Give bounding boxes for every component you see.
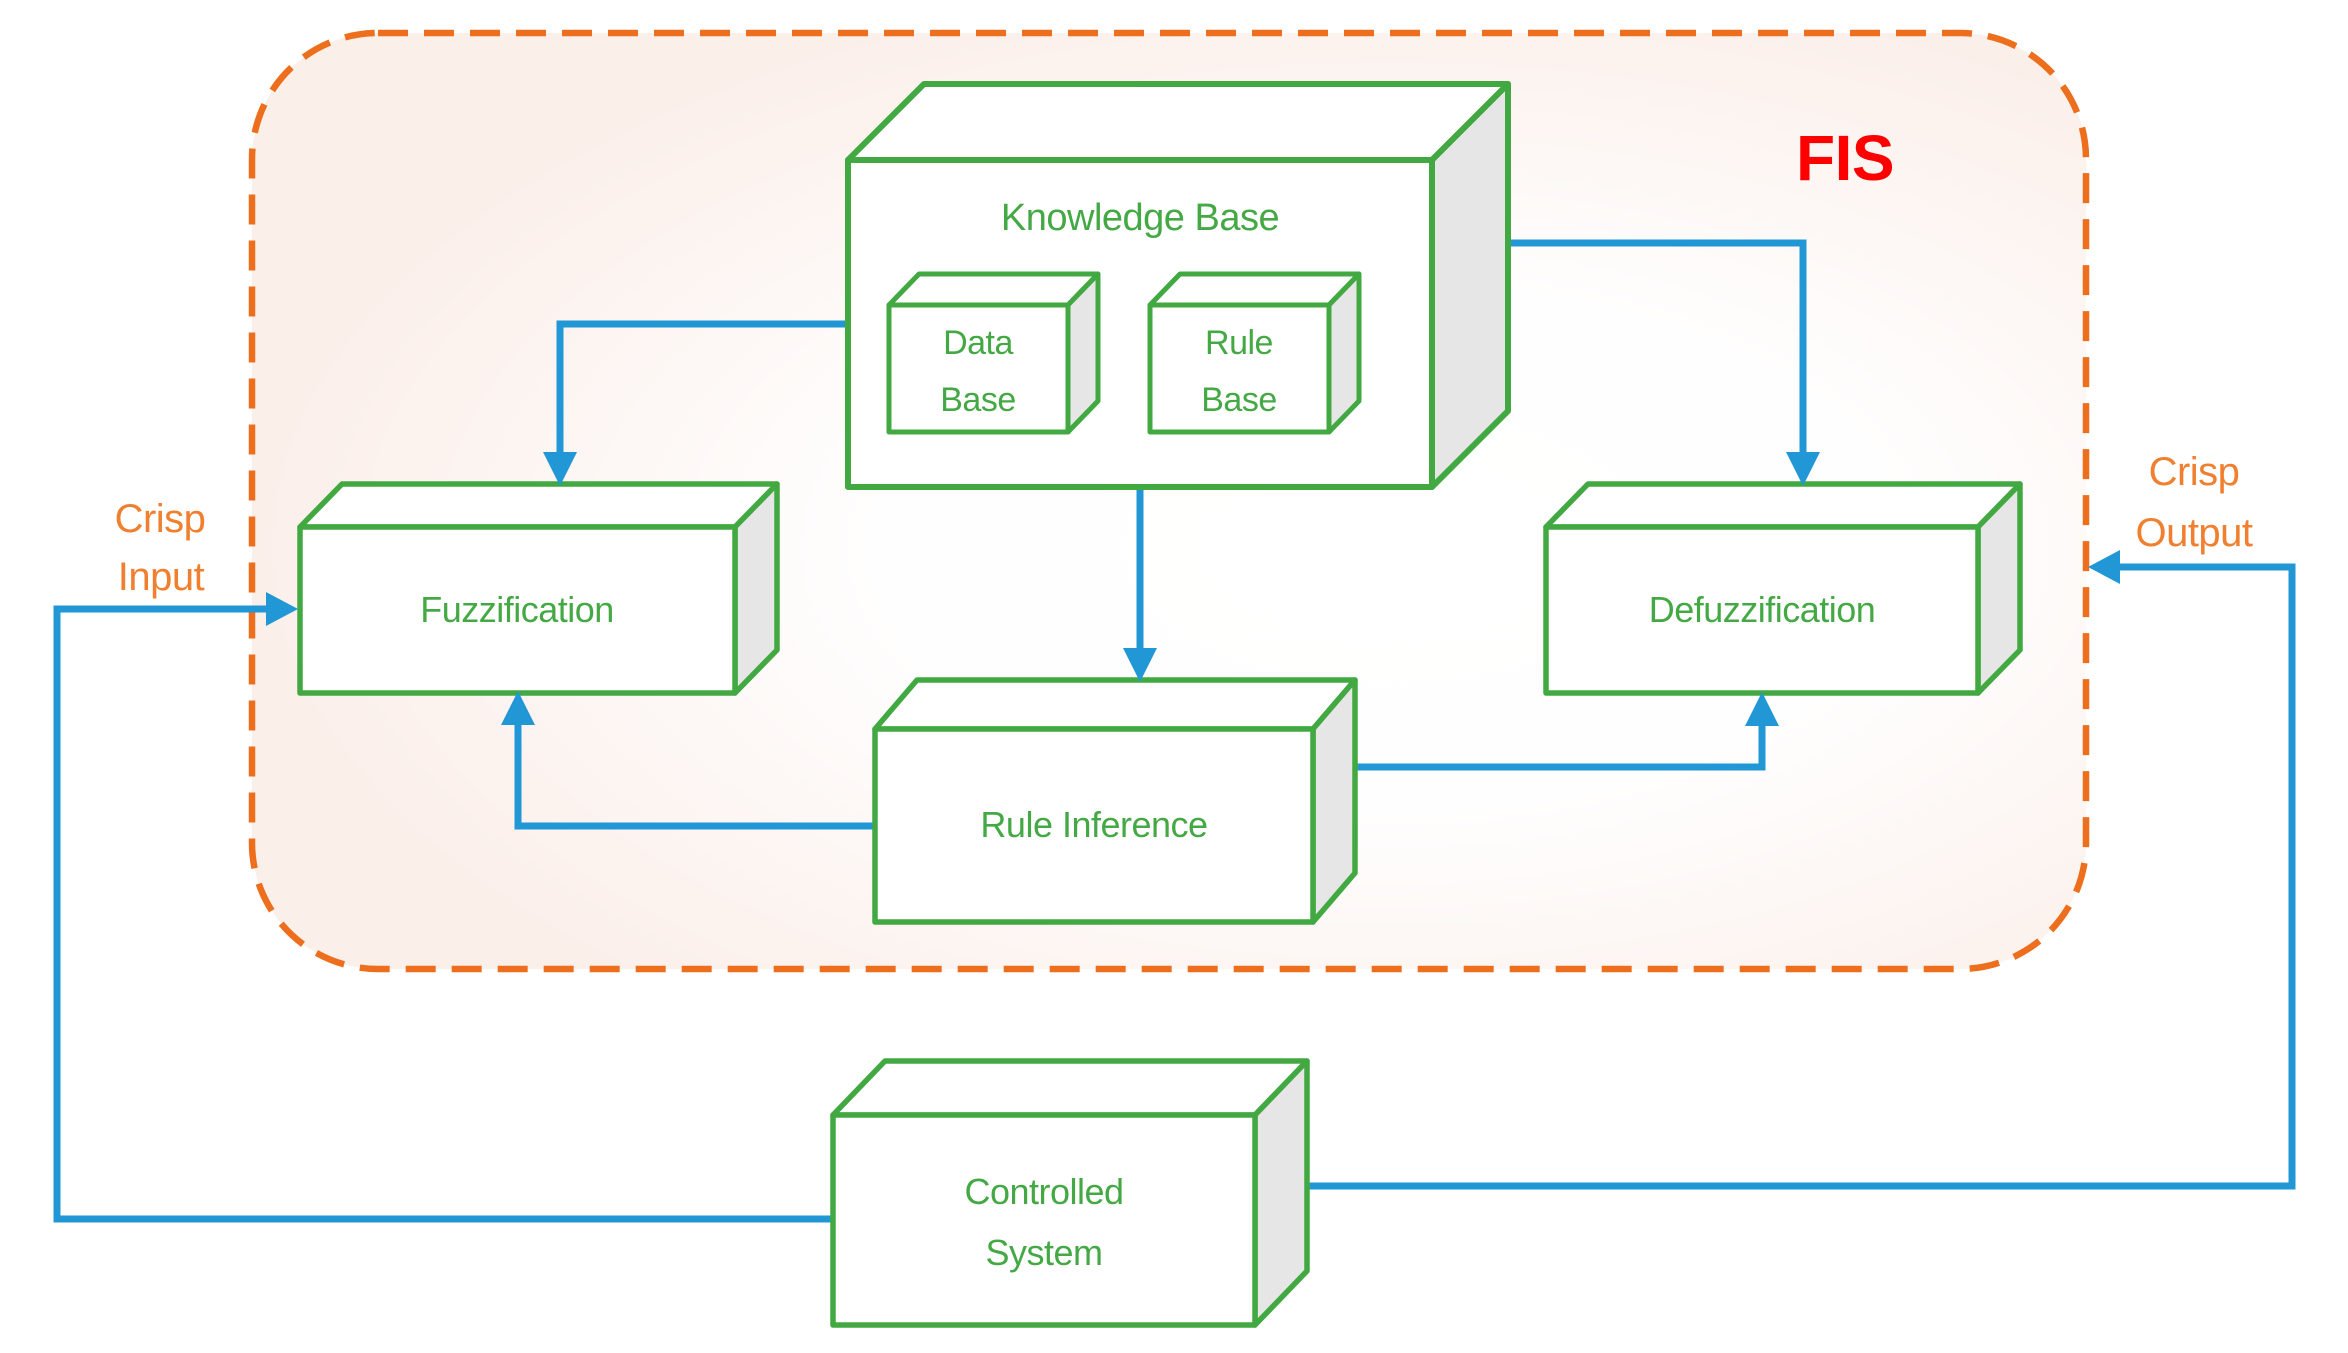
data-base-label-line1: Data: [943, 324, 1013, 362]
connectors: [53, 239, 2296, 1223]
knowledge-base-label: Knowledge Base: [1000, 197, 1280, 239]
rule-base-box-front-face: [1147, 302, 1332, 435]
connector-feedback-crisp-input: [53, 605, 840, 1223]
fuzzification-label: Fuzzification: [420, 589, 614, 630]
connector-rule-inference-to-fuzzification: [514, 719, 880, 830]
fis-boundary-dashed-border: [248, 29, 2090, 973]
rule-base-label-line1: Rule: [1205, 324, 1273, 362]
rule-base-box: [1147, 271, 1362, 435]
data-base-box-top-face: [886, 271, 1101, 308]
arrowhead-into-rule-inference-top: [1123, 648, 1157, 682]
arrowhead-crisp-input-into-fuzzification: [266, 592, 298, 626]
knowledge-base-box-top-face: [845, 81, 1511, 163]
controlled-system-box: [830, 1058, 1310, 1328]
rule-inference-box: [872, 677, 1358, 925]
fuzzification-box: [297, 481, 780, 696]
arrowhead-crisp-output-into-fis: [2088, 550, 2120, 584]
crisp-input-label-line2: Input: [117, 555, 205, 599]
controlled-system-label-line1: Controlled: [964, 1171, 1124, 1212]
defuzzification-box-top-face: [1543, 481, 2023, 530]
controlled-system-box-front-face: [830, 1112, 1258, 1328]
crisp-output-label-line2: Output: [2135, 511, 2253, 555]
connector-kb-to-defuzzification: [1508, 239, 1807, 458]
data-base-label-line2: Base: [940, 381, 1016, 419]
controlled-system-box-top-face: [830, 1058, 1310, 1118]
crisp-output-label-line1: Crisp: [2148, 450, 2240, 494]
controlled-system-label-line2: System: [985, 1232, 1103, 1273]
arrowheads: [266, 452, 2120, 726]
rule-base-label-line2: Base: [1201, 381, 1277, 419]
arrowhead-into-defuzzification-top: [1786, 452, 1820, 486]
fis-label: FIS: [1795, 122, 1895, 194]
crisp-input-label-line1: Crisp: [114, 497, 206, 541]
rule-inference-label: Rule Inference: [980, 804, 1208, 845]
connector-rule-inference-to-defuzzification: [1350, 720, 1766, 771]
fuzzification-box-top-face: [297, 481, 780, 530]
fuzzification-box-front-face: [297, 524, 738, 696]
rule-inference-box-top-face: [872, 677, 1358, 732]
rule-inference-box-front-face: [872, 726, 1316, 925]
connector-output-crisp-output: [1300, 563, 2296, 1190]
arrowhead-into-defuzzification-bottom: [1745, 692, 1779, 726]
knowledge-base-box-side-face: [1429, 81, 1511, 490]
rule-base-box-top-face: [1147, 271, 1362, 308]
defuzzification-label: Defuzzification: [1648, 589, 1876, 630]
defuzzification-box-front-face: [1543, 524, 1981, 696]
rule-base-box-side-face: [1326, 271, 1362, 435]
arrowhead-into-fuzzification-bottom: [501, 691, 535, 725]
connector-kb-to-fuzzification: [556, 320, 848, 458]
arrowhead-into-fuzzification-top: [543, 452, 577, 486]
data-base-box-side-face: [1065, 271, 1101, 435]
data-base-box-front-face: [886, 302, 1071, 435]
defuzzification-box: [1543, 481, 2023, 696]
data-base-box: [886, 271, 1101, 435]
